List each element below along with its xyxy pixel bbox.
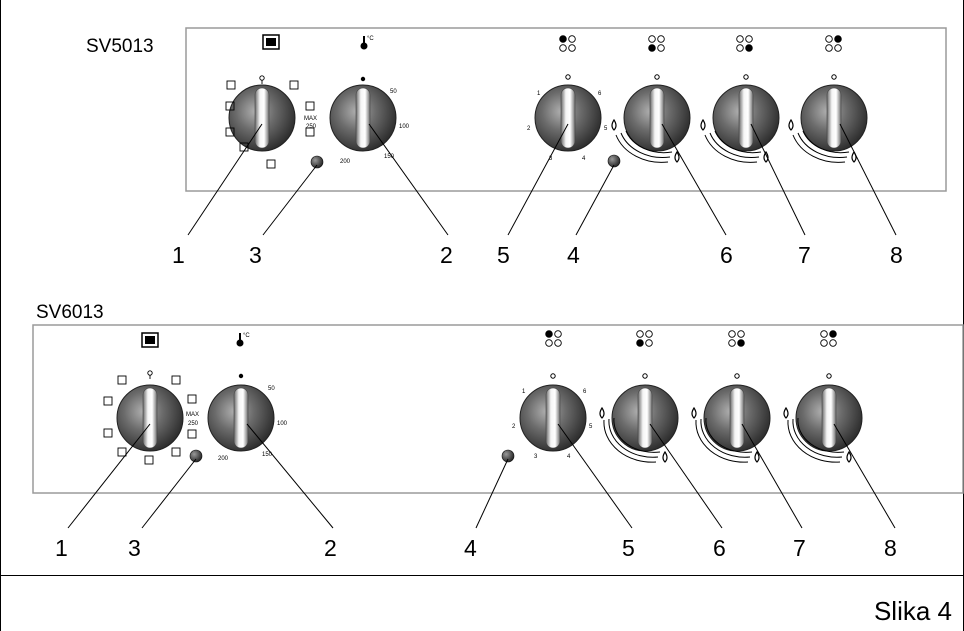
- level-4-label: 4: [567, 454, 571, 460]
- gas-burner-knob-6[interactable]: [603, 373, 679, 463]
- level-2-label: 2: [512, 424, 516, 430]
- level-6-label: 6: [598, 91, 602, 97]
- ignition-button[interactable]: [189, 449, 203, 463]
- burner-indicator-icons: [545, 330, 837, 347]
- level-3-label: 3: [549, 156, 553, 162]
- model-label: SV6013: [36, 302, 104, 323]
- temp-unit-label: °C: [367, 36, 374, 42]
- callout-6: 6: [720, 242, 733, 268]
- gas-burner-knob-8[interactable]: [792, 74, 868, 163]
- burner-indicator-icons: [559, 35, 842, 52]
- function-selector-knob[interactable]: [228, 84, 296, 152]
- leader-lines: [187, 123, 897, 236]
- model-label: SV5013: [86, 36, 154, 57]
- function-selector-knob[interactable]: [116, 384, 184, 452]
- level-5-label: 5: [604, 126, 608, 132]
- thermometer-icon: °C: [360, 36, 374, 50]
- callout-8: 8: [890, 242, 903, 268]
- level-1-label: 1: [522, 389, 526, 395]
- temp-200-label: 200: [340, 159, 351, 165]
- temp-50-label: 50: [268, 386, 275, 392]
- level-6-label: 6: [583, 389, 587, 395]
- max-value-label: 250: [188, 421, 199, 427]
- callout-2: 2: [440, 242, 453, 268]
- hotplate-knob[interactable]: [519, 373, 587, 452]
- gas-burner-knob-8[interactable]: [787, 373, 863, 463]
- callout-5: 5: [497, 242, 510, 268]
- oven-icon: [262, 34, 280, 50]
- temp-unit-label: °C: [243, 333, 250, 339]
- callout-6: 6: [713, 535, 726, 561]
- max-value-label: 250: [306, 124, 317, 130]
- callout-1: 1: [55, 535, 68, 561]
- burner-ignition-button[interactable]: [501, 449, 515, 463]
- level-5-label: 5: [589, 424, 593, 430]
- gas-burner-knob-7[interactable]: [704, 74, 780, 163]
- callout-7: 7: [798, 242, 811, 268]
- level-1-label: 1: [537, 91, 541, 97]
- callout-7: 7: [793, 535, 806, 561]
- function-symbol-icons: [103, 370, 197, 465]
- callout-numbers: 1 3 2 5 4 6 7 8: [172, 242, 903, 268]
- level-2-label: 2: [527, 126, 531, 132]
- burner-ignition-button[interactable]: [607, 154, 621, 168]
- callout-3: 3: [128, 535, 141, 561]
- temp-50-label: 50: [390, 89, 397, 95]
- level-4-label: 4: [582, 156, 586, 162]
- temp-200-label: 200: [218, 456, 229, 462]
- ignition-button[interactable]: [310, 155, 324, 169]
- figure-caption: Slika 4: [873, 596, 952, 626]
- callout-4: 4: [567, 242, 580, 268]
- gas-burner-knob-7[interactable]: [695, 373, 771, 463]
- callout-8: 8: [884, 535, 897, 561]
- function-symbol-icons: [225, 75, 315, 169]
- temp-100-label: 100: [399, 124, 410, 130]
- hotplate-knob[interactable]: [534, 74, 602, 152]
- callout-numbers: 1 3 2 4 5 6 7 8: [55, 535, 897, 561]
- max-label: MAX: [186, 412, 199, 418]
- temp-150-label: 150: [384, 154, 395, 160]
- thermometer-icon: °C: [236, 333, 250, 347]
- leader-lines: [67, 423, 896, 529]
- level-3-label: 3: [534, 454, 538, 460]
- panel-sv5013: SV5013 °C MAX 250: [86, 27, 947, 268]
- callout-4: 4: [464, 535, 477, 561]
- thermostat-knob[interactable]: [329, 76, 397, 152]
- oven-icon: [141, 332, 159, 348]
- max-label: MAX: [304, 116, 317, 122]
- callout-5: 5: [622, 535, 635, 561]
- temp-100-label: 100: [277, 421, 288, 427]
- panel-sv6013: SV6013 °C MAX 250 5: [32, 302, 964, 561]
- callout-1: 1: [172, 242, 185, 268]
- temp-150-label: 150: [262, 452, 273, 458]
- callout-2: 2: [324, 535, 337, 561]
- flame-icons: [599, 406, 852, 463]
- thermostat-knob[interactable]: [207, 373, 275, 452]
- callout-3: 3: [249, 242, 262, 268]
- gas-burner-knob-6[interactable]: [615, 74, 691, 163]
